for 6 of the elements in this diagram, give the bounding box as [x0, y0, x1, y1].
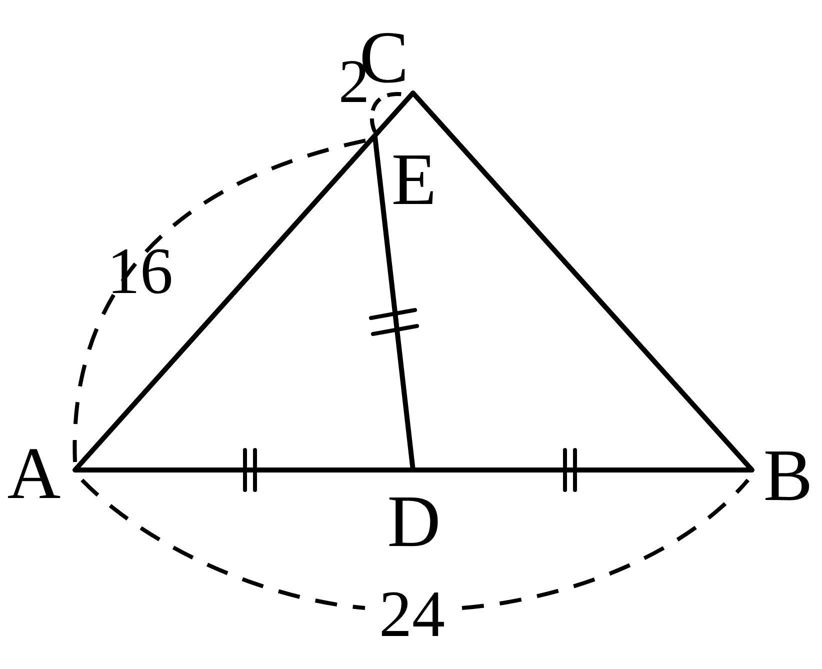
point-label: E: [391, 143, 437, 217]
length-label: 16: [107, 239, 173, 305]
point-label: B: [763, 439, 813, 513]
point-label: D: [387, 485, 441, 559]
point-label: A: [7, 437, 61, 511]
length-label: 24: [379, 582, 445, 648]
